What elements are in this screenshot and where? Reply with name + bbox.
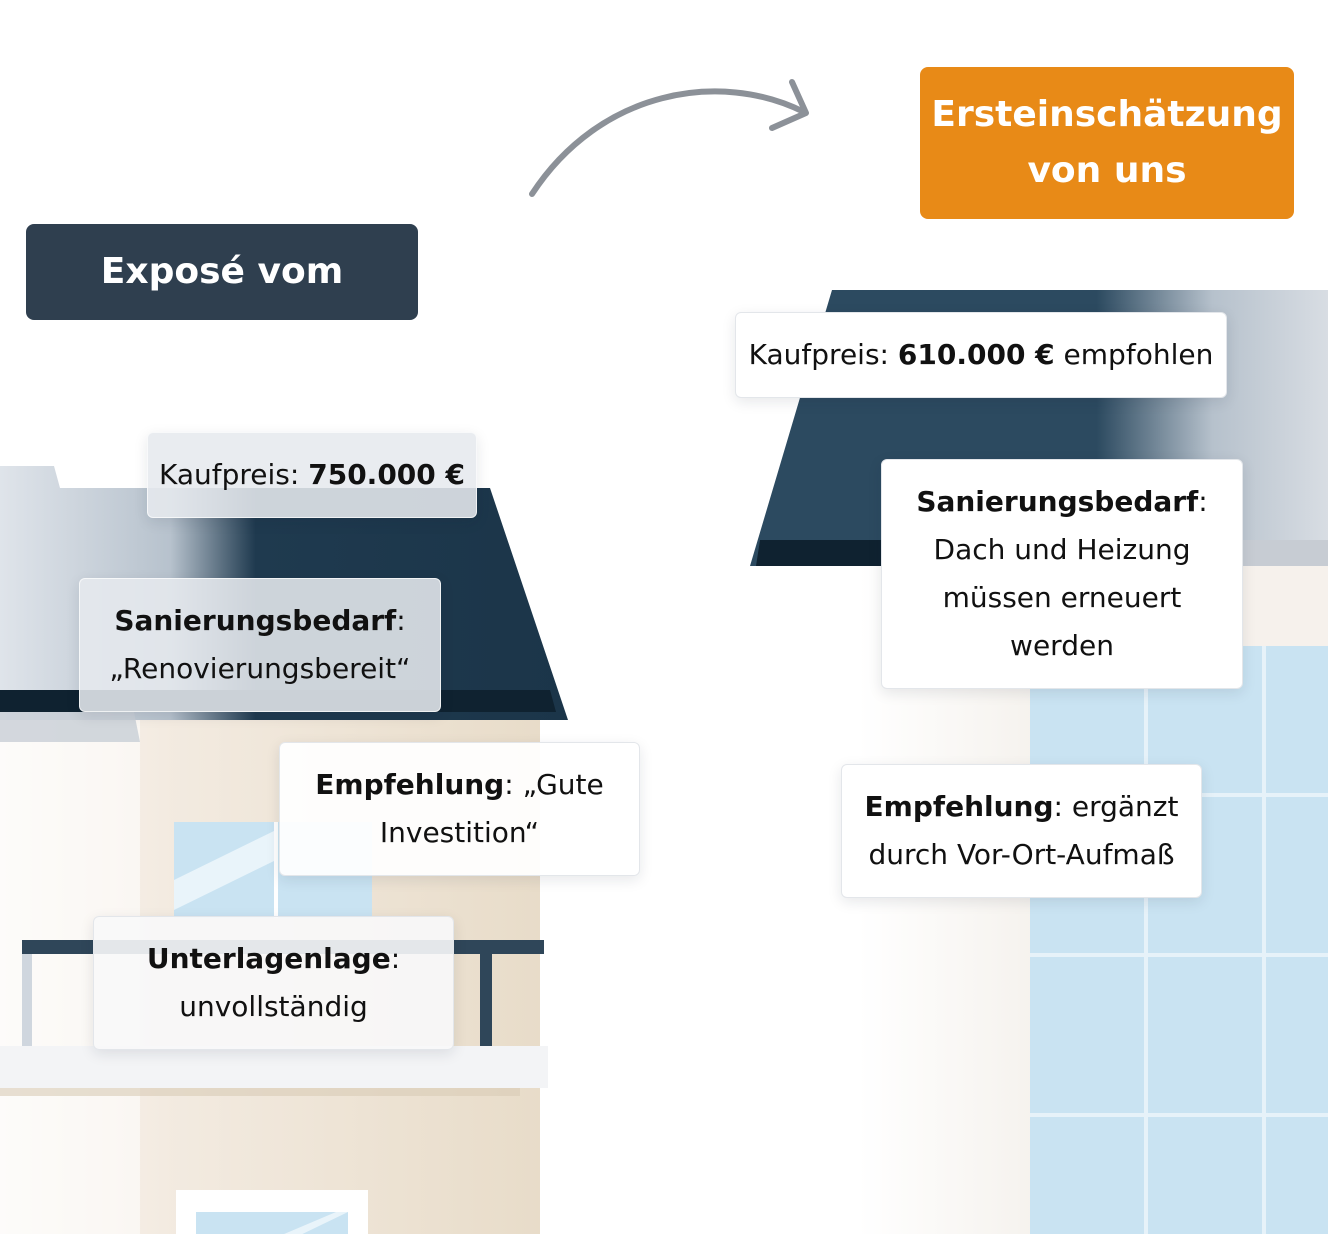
left-documents-sep: :: [390, 942, 401, 975]
right-renovation-sep: :: [1198, 485, 1208, 518]
left-price-value: 750.000 €: [308, 458, 465, 491]
right-renovation-label: Sanierungsbedarf: [916, 485, 1199, 518]
our-assessment-title-line2: von uns: [1027, 150, 1187, 191]
our-assessment-badge: Ersteinschätzung von uns: [920, 67, 1294, 219]
right-price-suffix: empfohlen: [1054, 338, 1214, 371]
right-renovation-line4: werden: [1010, 629, 1114, 662]
right-recommendation-line2: durch Vor-Ort-Aufmaß: [868, 838, 1175, 871]
broker-expose-badge: Exposé vom Makler: [26, 224, 418, 388]
left-renovation-sep: :: [396, 604, 406, 637]
left-documents-value: unvollständig: [179, 990, 368, 1023]
right-recommendation-label: Empfehlung: [864, 790, 1054, 823]
right-price-value: 610.000 €: [897, 338, 1055, 371]
left-renovation-card: Sanierungsbedarf: „Renovierungsbereit“: [79, 578, 441, 712]
curved-arrow-icon: [529, 79, 809, 197]
left-documents-card: Unterlagenlage: unvollständig: [93, 916, 454, 1050]
left-recommendation-label: Empfehlung: [315, 768, 505, 801]
right-renovation-line3: müssen erneuert: [942, 581, 1182, 614]
our-assessment-title-line1: Ersteinschätzung: [931, 94, 1283, 135]
right-recommendation-sep: : ergänzt: [1053, 790, 1179, 823]
left-recommendation-sep: : „Gute: [504, 768, 604, 801]
left-recommendation-value: Investition“: [379, 816, 540, 849]
left-recommendation-card: Empfehlung: „Gute Investition“: [279, 742, 640, 876]
broker-expose-title: Exposé vom Makler: [100, 251, 344, 388]
left-renovation-label: Sanierungsbedarf: [114, 604, 397, 637]
left-price-label: Kaufpreis:: [159, 458, 309, 491]
right-renovation-card: Sanierungsbedarf: Dach und Heizung müsse…: [881, 459, 1243, 689]
right-price-card: Kaufpreis: 610.000 € empfohlen: [735, 312, 1227, 398]
right-renovation-line2: Dach und Heizung: [933, 533, 1191, 566]
right-price-label: Kaufpreis:: [748, 338, 898, 371]
right-recommendation-card: Empfehlung: ergänzt durch Vor-Ort-Aufmaß: [841, 764, 1202, 898]
right-house: [750, 290, 1328, 1234]
left-price-card: Kaufpreis: 750.000 €: [147, 432, 477, 518]
left-documents-label: Unterlagenlage: [146, 942, 391, 975]
left-renovation-value: „Renovierungsbereit“: [109, 652, 411, 685]
